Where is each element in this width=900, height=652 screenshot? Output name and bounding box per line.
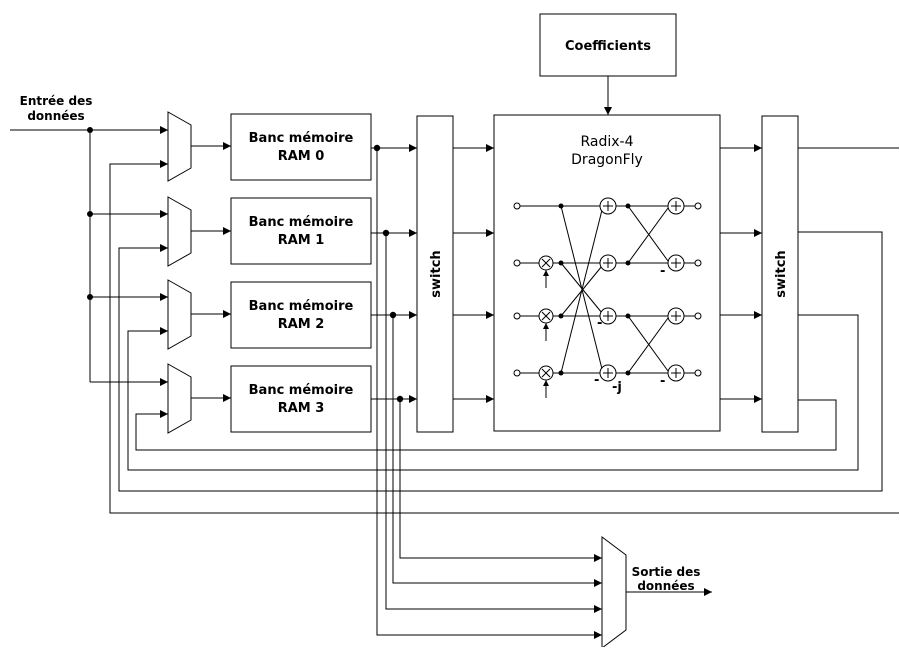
adder-icon: [599, 307, 617, 325]
radix-title-line2: DragonFly: [571, 152, 643, 168]
memory-bank-1: Banc mémoire RAM 1: [230, 197, 372, 265]
sign-minus: -: [594, 373, 599, 388]
memory-bank-1-line1: Banc mémoire: [249, 215, 354, 230]
coefficients-box: Coefficients: [539, 13, 677, 77]
memory-bank-1-line2: RAM 1: [278, 233, 325, 248]
input-mux-3: [167, 363, 192, 434]
butterfly-network: - - -j - -: [513, 197, 702, 398]
input-label: Entrée des données: [20, 94, 93, 123]
radix4-dragonfly-block: Radix-4 DragonFly: [493, 114, 721, 432]
output-label-line2: données: [637, 579, 694, 593]
sign-minus: -: [660, 374, 665, 389]
multiplier-icon: [538, 365, 554, 398]
input-label-line1: Entrée des: [20, 94, 93, 108]
memory-bank-3-line2: RAM 3: [278, 401, 325, 416]
memory-bank-2-line1: Banc mémoire: [249, 299, 354, 314]
input-bus: [10, 126, 168, 386]
multiplier-icon: [538, 255, 554, 288]
switch-right-label: switch: [774, 250, 789, 297]
adder-icon: [599, 197, 617, 215]
input-mux-2: [167, 279, 192, 350]
adder-icon: [599, 254, 617, 272]
memory-bank-0: Banc mémoire RAM 0: [230, 113, 372, 181]
adder-icon: [667, 307, 685, 325]
input-mux-0: [167, 111, 192, 182]
adder-icon: [667, 197, 685, 215]
sign-minus: -: [597, 316, 602, 331]
sign-minus-j: -j: [612, 380, 622, 395]
multiplier-icon: [538, 308, 554, 341]
output-taps: [373, 144, 602, 639]
memory-bank-2: Banc mémoire RAM 2: [230, 281, 372, 349]
switch-left-label: switch: [429, 250, 444, 297]
input-label-line2: données: [27, 109, 84, 123]
output-label-line1: Sortie des: [632, 565, 701, 579]
switch-right: switch: [761, 115, 799, 433]
sign-minus: -: [660, 264, 665, 279]
adder-icon: [667, 364, 685, 382]
memory-bank-0-line1: Banc mémoire: [249, 131, 354, 146]
memory-bank-3: Banc mémoire RAM 3: [230, 365, 372, 433]
adder-icon: [599, 364, 617, 382]
radix-title-line1: Radix-4: [580, 134, 633, 150]
output-mux: Sortie des données: [601, 536, 712, 649]
feedback-paths: [109, 147, 899, 514]
memory-bank-3-line1: Banc mémoire: [249, 383, 354, 398]
memory-bank-2-line2: RAM 2: [278, 317, 325, 332]
memory-bank-0-line2: RAM 0: [278, 149, 325, 164]
switch-left: switch: [416, 115, 454, 433]
coefficients-label: Coefficients: [565, 39, 651, 54]
adder-icon: [667, 254, 685, 272]
input-mux-1: [167, 196, 192, 267]
